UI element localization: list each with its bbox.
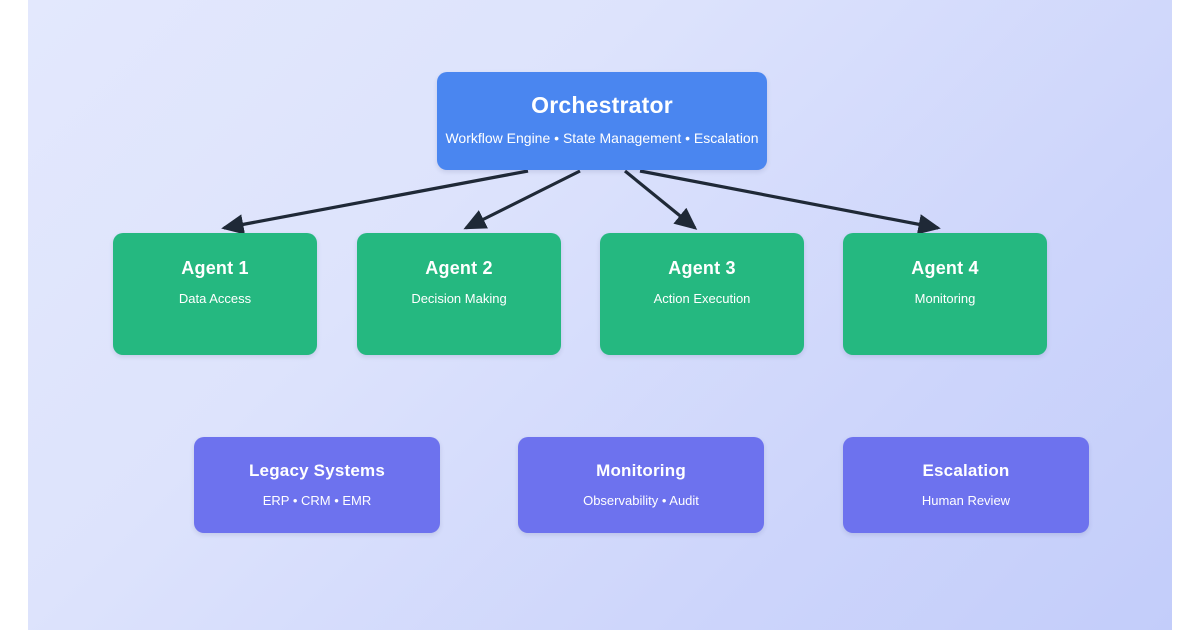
- node-orchestrator-title: Orchestrator: [531, 92, 673, 118]
- node-monitoring-title: Monitoring: [596, 461, 686, 480]
- node-agent-4-title: Agent 4: [911, 258, 979, 278]
- node-agent-1-title: Agent 1: [181, 258, 249, 278]
- node-agent-3-subtitle: Action Execution: [653, 291, 751, 306]
- node-monitoring-subtitle: Observability • Audit: [583, 493, 699, 508]
- node-orchestrator[interactable]: Orchestrator Workflow Engine • State Man…: [437, 72, 767, 170]
- node-escalation-subtitle: Human Review: [921, 493, 1011, 508]
- node-legacy-systems-title: Legacy Systems: [248, 461, 386, 480]
- node-agent-2-title: Agent 2: [425, 258, 493, 278]
- node-agent-3-title: Agent 3: [668, 258, 736, 278]
- node-agent-1[interactable]: Agent 1 Data Access: [113, 233, 317, 355]
- node-legacy-systems[interactable]: Legacy Systems ERP • CRM • EMR: [194, 437, 440, 533]
- node-monitoring[interactable]: Monitoring Observability • Audit: [518, 437, 764, 533]
- node-agent-2[interactable]: Agent 2 Decision Making: [357, 233, 561, 355]
- node-escalation-title: Escalation: [922, 461, 1010, 480]
- node-agent-1-subtitle: Data Access: [178, 291, 252, 306]
- node-orchestrator-subtitle: Workflow Engine • State Management • Esc…: [445, 130, 759, 146]
- node-escalation[interactable]: Escalation Human Review: [843, 437, 1089, 533]
- node-agent-4-subtitle: Monitoring: [914, 291, 976, 306]
- node-agent-4[interactable]: Agent 4 Monitoring: [843, 233, 1047, 355]
- node-legacy-systems-subtitle: ERP • CRM • EMR: [262, 493, 372, 508]
- node-agent-3[interactable]: Agent 3 Action Execution: [600, 233, 804, 355]
- node-agent-2-subtitle: Decision Making: [411, 291, 507, 306]
